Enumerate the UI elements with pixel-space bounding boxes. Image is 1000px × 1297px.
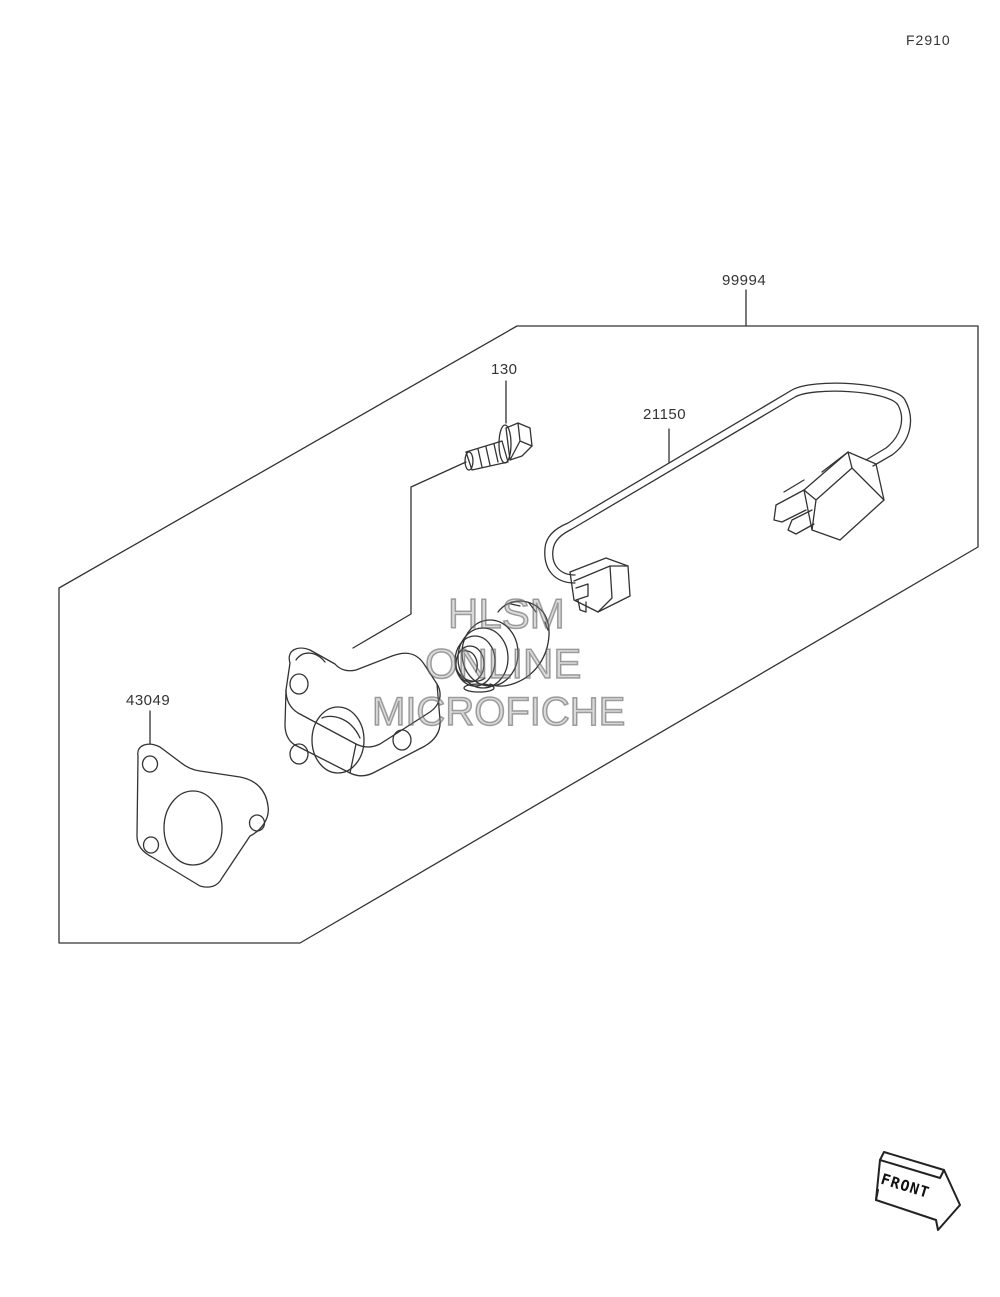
- kit-boundary: [58, 289, 979, 944]
- watermark-line-3: MICROFICHE: [371, 689, 626, 735]
- fan-switch: [454, 600, 550, 693]
- watermark-line-1: HLSM: [447, 589, 565, 638]
- part-label-bolt: 130: [491, 361, 518, 378]
- part-label-gasket: 43049: [126, 692, 171, 709]
- watermark-line-2: ONLINE: [424, 639, 582, 688]
- bolt-130: [352, 380, 533, 649]
- harness-21150: [544, 382, 912, 613]
- part-label-kit: 99994: [722, 272, 767, 289]
- part-label-harness: 21150: [643, 406, 687, 423]
- gasket-43049: [136, 710, 269, 888]
- front-arrow-icon: [875, 1151, 961, 1231]
- diagram-code: F2910: [906, 32, 951, 48]
- mount-bracket: [284, 647, 441, 777]
